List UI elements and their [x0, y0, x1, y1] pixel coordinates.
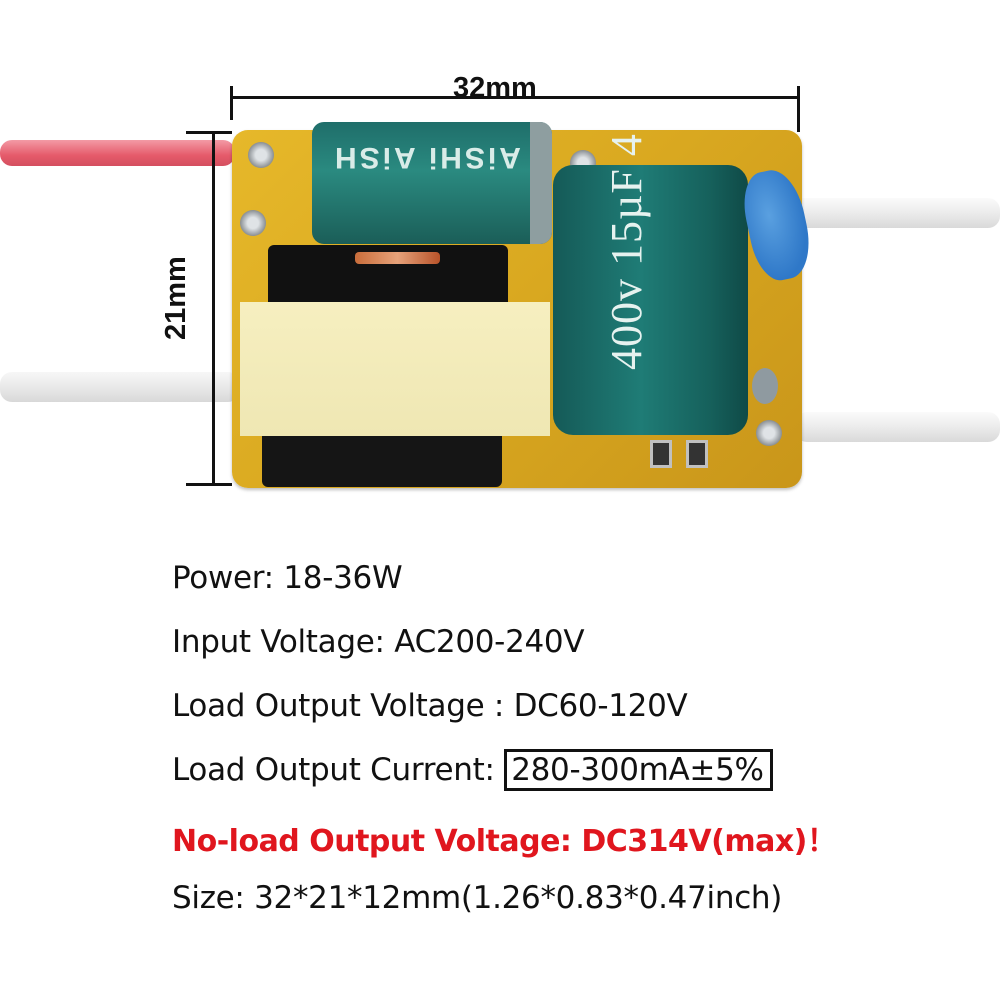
- spec-load-output-current: Load Output Current: 280-300mA±5%: [172, 749, 773, 791]
- large-capacitor-marking: 400v 15µF 4: [602, 133, 651, 370]
- product-image: AiSHi AiSH 400v 15µF 4 32mm 21mm: [0, 72, 1000, 488]
- spec-size: Size: 32*21*12mm(1.26*0.83*0.47inch): [172, 880, 783, 916]
- solder-pad: [756, 420, 782, 446]
- solder-pad: [248, 142, 274, 168]
- spec-load-output-voltage: Load Output Voltage : DC60-120V: [172, 688, 688, 724]
- spec-no-load-warning: No-load Output Voltage: DC314V(max)！: [172, 824, 837, 859]
- white-wire-right-bottom: [795, 412, 1000, 442]
- copper-coil: [355, 252, 440, 264]
- transformer-tape: [240, 302, 550, 436]
- width-dimension-tick: [797, 86, 800, 132]
- height-dimension-label: 21mm: [160, 256, 192, 340]
- width-dimension-line: [232, 96, 800, 99]
- height-dimension-line: [212, 132, 215, 484]
- height-dimension-tick: [186, 131, 232, 134]
- large-electrolytic-capacitor: 400v 15µF 4: [553, 133, 748, 435]
- load-output-current-value: 280-300mA±5%: [504, 749, 773, 791]
- solder-pad: [240, 210, 266, 236]
- red-wire: [0, 140, 235, 166]
- small-component: [752, 368, 778, 404]
- white-wire-right-top: [790, 198, 1000, 228]
- small-capacitor-marking: AiSHi AiSH: [332, 141, 521, 174]
- width-dimension-label: 32mm: [453, 72, 537, 104]
- height-dimension-tick: [186, 483, 232, 486]
- small-electrolytic-capacitor: AiSHi AiSH: [312, 122, 552, 244]
- capacitor-band: [530, 122, 552, 244]
- spec-input-voltage: Input Voltage: AC200-240V: [172, 624, 585, 660]
- smd-resistor: [686, 440, 708, 468]
- load-output-current-label: Load Output Current:: [172, 752, 505, 788]
- white-wire-left: [0, 372, 240, 402]
- width-dimension-tick: [230, 86, 233, 120]
- spec-power: Power: 18-36W: [172, 560, 403, 596]
- smd-resistor: [650, 440, 672, 468]
